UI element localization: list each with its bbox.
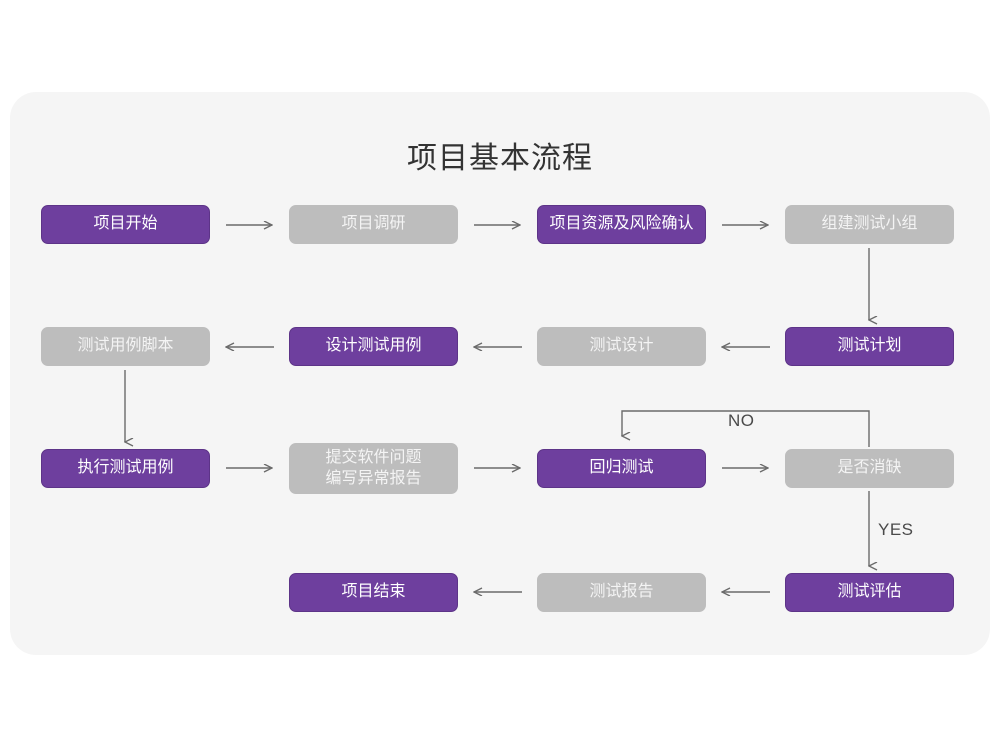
page-title: 项目基本流程: [407, 142, 593, 175]
node-test-plan[interactable]: 测试计划: [785, 327, 954, 366]
node-regression-test[interactable]: 回归测试: [537, 449, 706, 488]
node-form-test-team[interactable]: 组建测试小组: [785, 205, 954, 244]
node-defect-cleared[interactable]: 是否消缺: [785, 449, 954, 488]
node-resource-risk-confirm[interactable]: 项目资源及风险确认: [537, 205, 706, 244]
node-submit-issue-report[interactable]: 提交软件问题 编写异常报告: [289, 443, 458, 494]
node-test-case-script[interactable]: 测试用例脚本: [41, 327, 210, 366]
node-project-research[interactable]: 项目调研: [289, 205, 458, 244]
node-test-design[interactable]: 测试设计: [537, 327, 706, 366]
edge-label-yes: YES: [878, 520, 914, 539]
node-project-end[interactable]: 项目结束: [289, 573, 458, 612]
node-design-test-case[interactable]: 设计测试用例: [289, 327, 458, 366]
node-test-report[interactable]: 测试报告: [537, 573, 706, 612]
edge-label-no: NO: [728, 411, 755, 430]
node-test-evaluation[interactable]: 测试评估: [785, 573, 954, 612]
node-execute-test-case[interactable]: 执行测试用例: [41, 449, 210, 488]
diagram-canvas: [10, 92, 990, 655]
node-project-start[interactable]: 项目开始: [41, 205, 210, 244]
